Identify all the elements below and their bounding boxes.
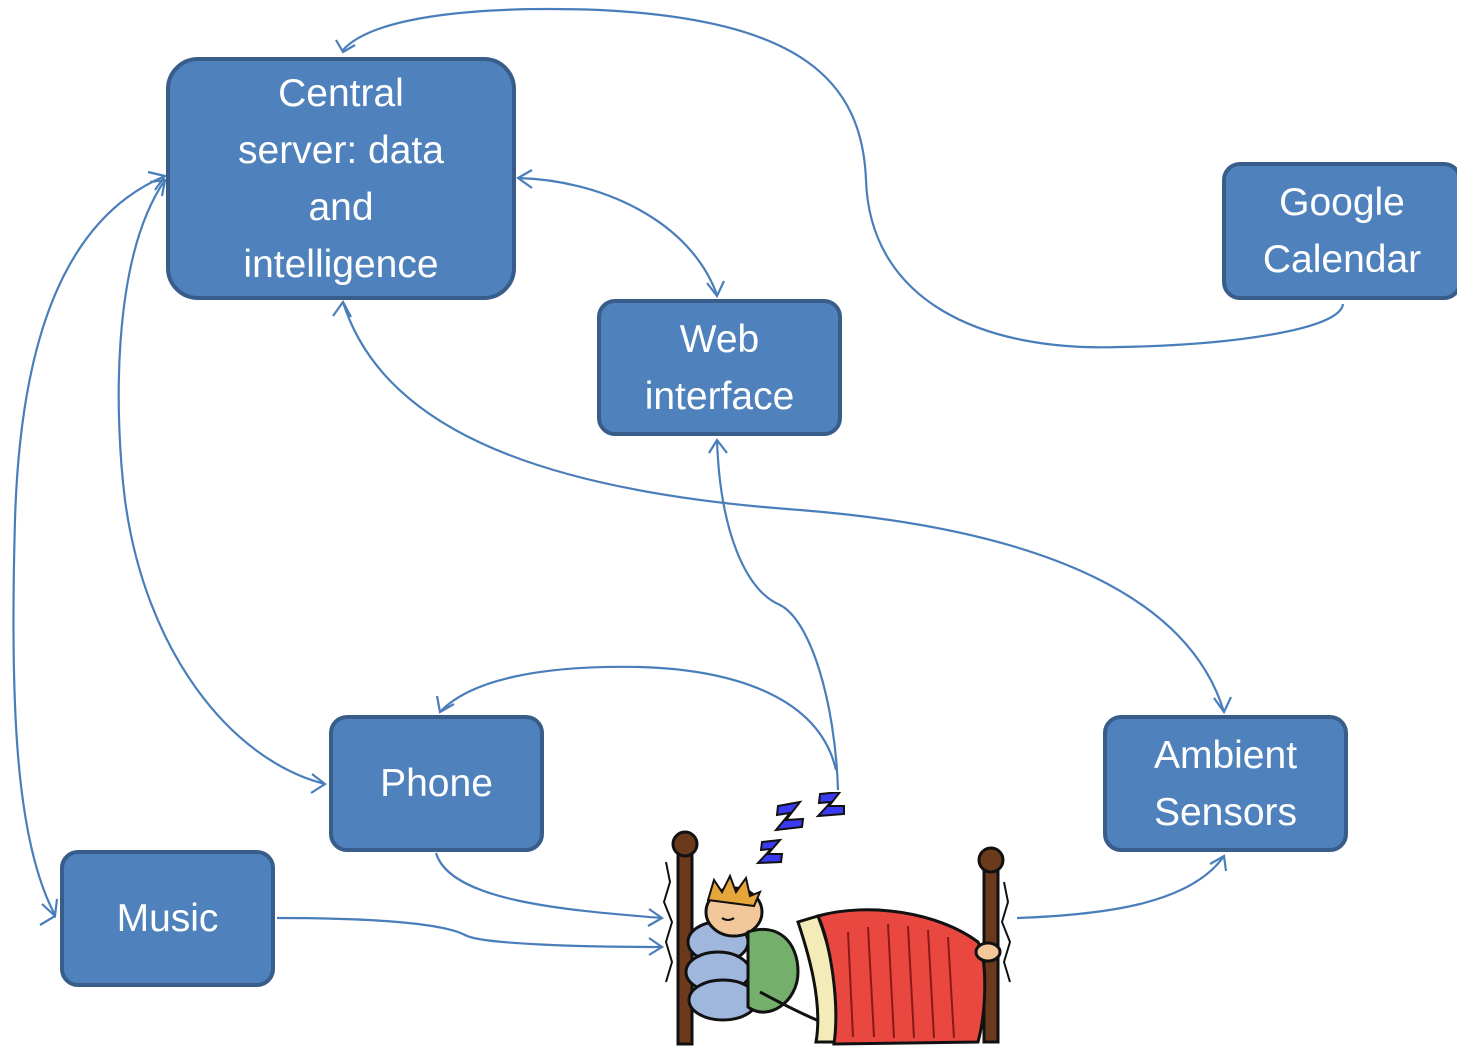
arrowhead-central-left-2 [147,170,167,191]
arrowhead-web-bottom [708,438,728,454]
arrow-central-music [12,174,166,916]
arrow-bed-phone [439,665,838,771]
phone-node: Phone [329,715,544,852]
central-server-node: Central server: data and intelligence [166,57,516,300]
arrowhead-bed-1 [647,908,665,927]
arrowhead-central-bottom [332,299,352,318]
zzz-icon [755,792,845,865]
phone-label: Phone [380,762,493,805]
arrow-central-phone [117,179,326,786]
music-node: Music [60,850,275,987]
arrow-central-ambient [341,301,1226,713]
music-label: Music [116,897,219,940]
ambient-sensors-node: Ambient Sensors [1103,715,1348,852]
arrowhead-phone-top [435,695,455,714]
arrow-phone-bed [434,852,663,920]
google-calendar-label: Google Calendar [1262,181,1422,281]
arrow-central-web [517,176,719,296]
ambient-sensors-label: Ambient Sensors [1153,733,1298,834]
arrowhead-web-top [706,280,725,299]
web-interface-node: Web interface [597,299,842,436]
arrowhead-bed-2 [648,937,665,956]
red-blanket [815,908,987,1046]
arrow-music-bed [276,916,663,949]
arrowhead-central-right [515,169,533,189]
arrow-music-tail [39,915,56,926]
arrowhead-central-top [335,39,356,54]
sleeping-person-illustration [662,792,1012,1046]
arrow-bed-web [715,439,840,791]
arrowhead-ambient-bottom [1209,854,1228,872]
arrowhead-phone-left [310,773,327,794]
central-server-label: Central server: data and intelligence [238,71,444,286]
arrow-bed-ambient [1016,855,1225,920]
arrow-gcal-to-central [342,7,1345,349]
web-interface-label: Web interface [644,317,795,418]
google-calendar-node: Google Calendar [1222,162,1457,300]
arrowhead-ambient-top [1213,696,1232,715]
